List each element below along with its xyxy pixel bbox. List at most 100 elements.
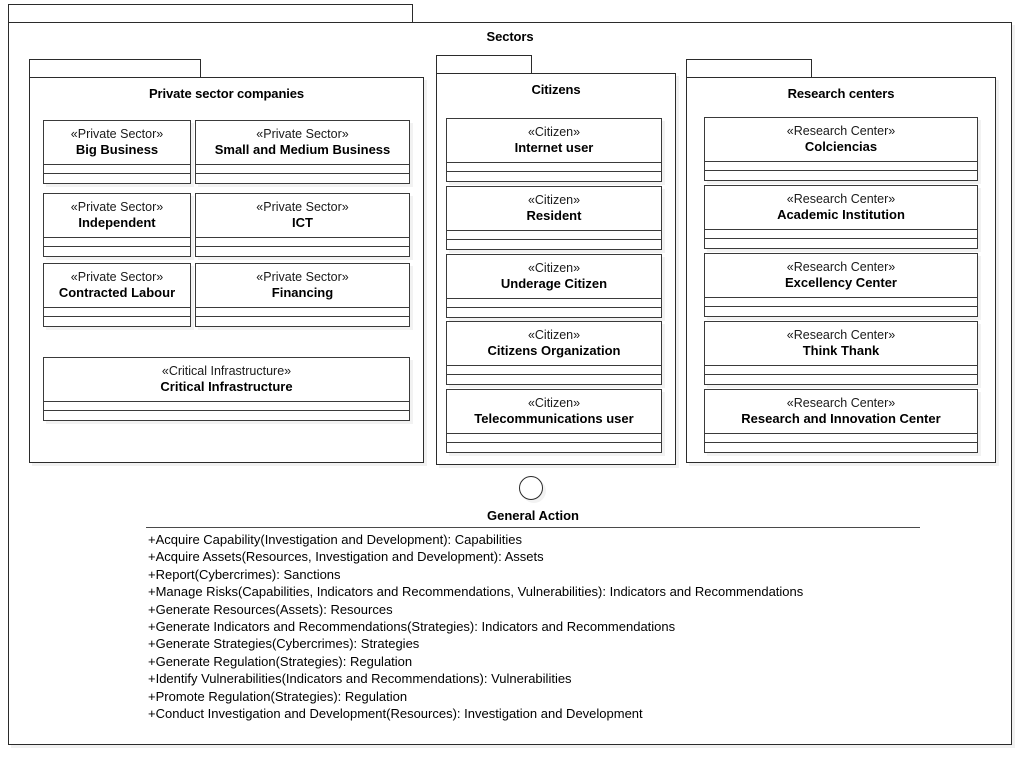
class-attributes-compartment (196, 238, 409, 247)
class-operations-compartment (705, 239, 977, 248)
class-attributes-compartment (705, 366, 977, 375)
citizens-package-title: Citizens (531, 82, 581, 97)
class-citizens-organization[interactable]: «Citizen» Citizens Organization (446, 321, 662, 385)
class-ict[interactable]: «Private Sector» ICT (195, 193, 410, 257)
class-critical-infrastructure[interactable]: «Critical Infrastructure» Critical Infra… (43, 357, 410, 421)
class-financing[interactable]: «Private Sector» Financing (195, 263, 410, 327)
class-operations-compartment (44, 247, 190, 256)
class-operations-compartment (44, 174, 190, 183)
interface-ball-icon (519, 476, 543, 500)
class-name-compartment: «Private Sector» Big Business (44, 121, 190, 165)
class-operations-compartment (447, 240, 661, 249)
class-attributes-compartment (447, 299, 661, 308)
general-action-operation: +Acquire Capability(Investigation and De… (148, 532, 522, 547)
class-telecommunications-user[interactable]: «Citizen» Telecommunications user (446, 389, 662, 453)
class-think-thank[interactable]: «Research Center» Think Thank (704, 321, 978, 385)
class-name: Critical Infrastructure (160, 379, 293, 394)
class-independent[interactable]: «Private Sector» Independent (43, 193, 191, 257)
class-name-compartment: «Critical Infrastructure» Critical Infra… (44, 358, 409, 402)
class-name: Big Business (75, 142, 159, 157)
class-stereotype: «Citizen» (527, 125, 581, 139)
class-excellency-center[interactable]: «Research Center» Excellency Center (704, 253, 978, 317)
class-name-compartment: «Private Sector» Contracted Labour (44, 264, 190, 308)
class-operations-compartment (44, 317, 190, 326)
general-action-operation: +Manage Risks(Capabilities, Indicators a… (148, 584, 804, 600)
class-operations-compartment (447, 308, 661, 317)
general-action-operation: +Generate Indicators and Recommendations… (148, 619, 676, 635)
class-operations-compartment (196, 174, 409, 183)
research-centers-package-tab (686, 59, 812, 78)
class-name: Excellency Center (784, 275, 897, 290)
class-contracted-labour[interactable]: «Private Sector» Contracted Labour (43, 263, 191, 327)
class-name: Independent (78, 215, 156, 230)
class-colciencias[interactable]: «Research Center» Colciencias (704, 117, 978, 181)
class-operations-compartment (447, 443, 661, 452)
class-attributes-compartment (447, 231, 661, 240)
class-operations-compartment (705, 307, 977, 316)
class-name-compartment: «Private Sector» Independent (44, 194, 190, 238)
class-attributes-compartment (44, 402, 409, 411)
class-stereotype: «Private Sector» (70, 270, 164, 284)
class-attributes-compartment (447, 434, 661, 443)
class-operations-compartment (705, 375, 977, 384)
class-stereotype: «Citizen» (527, 261, 581, 275)
class-attributes-compartment (44, 308, 190, 317)
class-stereotype: «Private Sector» (256, 200, 349, 214)
class-big-business[interactable]: «Private Sector» Big Business (43, 120, 191, 184)
class-attributes-compartment (196, 308, 409, 317)
class-attributes-compartment (44, 165, 190, 174)
general-action-operation: +Identify Vulnerabilities(Indicators and… (148, 671, 572, 687)
class-name-compartment: «Research Center» Academic Institution (705, 186, 977, 230)
class-operations-compartment (44, 411, 409, 420)
class-stereotype: «Citizen» (527, 328, 581, 342)
general-action-operation: +Generate Strategies(Cybercrimes): Strat… (148, 636, 420, 652)
class-name: Resident (526, 208, 582, 223)
class-name-compartment: «Private Sector» ICT (196, 194, 409, 238)
class-name: Contracted Labour (58, 285, 176, 300)
class-operations-compartment (196, 317, 409, 326)
class-name-compartment: «Citizen» Telecommunications user (447, 390, 661, 434)
class-name: Colciencias (804, 139, 878, 154)
class-name-compartment: «Private Sector» Small and Medium Busine… (196, 121, 409, 165)
general-action-title: General Action (487, 508, 579, 523)
class-attributes-compartment (196, 165, 409, 174)
general-action-operation: +Acquire Assets(Resources, Investigation… (148, 549, 544, 565)
class-stereotype: «Private Sector» (256, 270, 349, 284)
sectors-package-tab (8, 4, 413, 23)
class-attributes-compartment (44, 238, 190, 247)
class-attributes-compartment (705, 434, 977, 443)
general-action-operation: +Conduct Investigation and Development(R… (148, 706, 643, 722)
class-underage-citizen[interactable]: «Citizen» Underage Citizen (446, 254, 662, 318)
class-name: Citizens Organization (487, 343, 621, 358)
private-sector-companies-package-title: Private sector companies (148, 86, 305, 101)
class-stereotype: «Research Center» (786, 192, 896, 206)
class-operations-compartment (705, 443, 977, 452)
class-resident[interactable]: «Citizen» Resident (446, 186, 662, 250)
class-stereotype: «Private Sector» (70, 127, 164, 141)
class-attributes-compartment (705, 230, 977, 239)
class-name-compartment: «Private Sector» Financing (196, 264, 409, 308)
class-small-and-medium-business[interactable]: «Private Sector» Small and Medium Busine… (195, 120, 410, 184)
class-name: Think Thank (802, 343, 880, 358)
class-name-compartment: «Citizen» Resident (447, 187, 661, 231)
class-name: Small and Medium Business (214, 142, 391, 157)
class-attributes-compartment (705, 298, 977, 307)
class-name-compartment: «Citizen» Internet user (447, 119, 661, 163)
class-name: Financing (271, 285, 334, 300)
class-stereotype: «Citizen» (527, 396, 581, 410)
class-research-and-innovation-center[interactable]: «Research Center» Research and Innovatio… (704, 389, 978, 453)
class-name: Telecommunications user (474, 411, 634, 426)
class-name-compartment: «Research Center» Colciencias (705, 118, 977, 162)
sectors-package-title: Sectors (486, 29, 534, 44)
general-action-operation: +Generate Resources(Assets): Resources (148, 601, 393, 617)
general-action-operation: +Report(Cybercrimes): Sanctions (148, 566, 341, 582)
class-stereotype: «Research Center» (786, 124, 896, 138)
class-name: Internet user (514, 140, 594, 155)
class-stereotype: «Private Sector» (70, 200, 164, 214)
class-name: Underage Citizen (500, 276, 608, 291)
class-name-compartment: «Citizen» Citizens Organization (447, 322, 661, 366)
class-academic-institution[interactable]: «Research Center» Academic Institution (704, 185, 978, 249)
class-internet-user[interactable]: «Citizen» Internet user (446, 118, 662, 182)
general-action-separator (146, 527, 920, 528)
class-stereotype: «Research Center» (786, 396, 896, 410)
